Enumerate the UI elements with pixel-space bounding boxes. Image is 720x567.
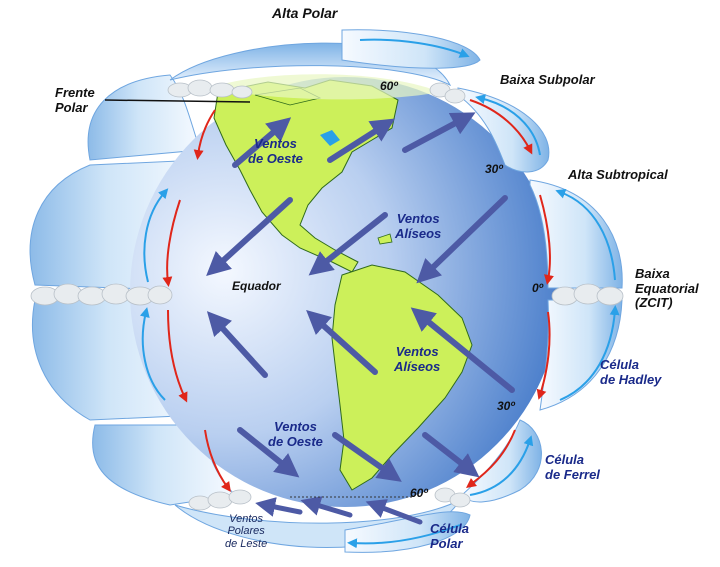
wind-arrow-westerly	[332, 432, 402, 482]
loop-warm	[466, 429, 516, 489]
loop-warm	[193, 109, 216, 160]
cloud-polar-front-north	[167, 79, 253, 99]
north-ice	[210, 74, 440, 100]
wind-arrow-trade	[206, 311, 268, 378]
loop-cool	[559, 305, 620, 401]
lat-60-north: 60º	[380, 79, 398, 93]
wind-arrow-westerly	[327, 118, 396, 163]
cloud-equator-left	[30, 283, 173, 306]
hadley-cell-north	[529, 179, 623, 289]
lat-30-south: 30º	[497, 399, 515, 413]
loop-cool	[347, 524, 461, 549]
loop-warm	[162, 199, 181, 287]
caribbean-island	[377, 233, 393, 245]
wind-arrow-westerly	[237, 427, 300, 478]
right-circulation-cells	[341, 29, 623, 553]
great-lakes	[320, 130, 340, 146]
label-baixa-equatorial: Baixa Equatorial (ZCIT)	[635, 266, 699, 311]
loop-warm	[539, 194, 554, 285]
wind-arrow-polar-easterly	[365, 499, 423, 525]
lat-30-north: 30º	[485, 162, 503, 176]
cloud-subpolar-north	[429, 82, 466, 104]
south-america	[331, 264, 473, 491]
ferrel-cell-south	[461, 419, 542, 503]
cell-loops	[139, 38, 620, 549]
wind-arrow-westerly	[402, 112, 476, 153]
cloud-bands	[30, 79, 624, 511]
label-equador: Equador	[232, 279, 281, 293]
label-alta-subtropical: Alta Subtropical	[568, 167, 668, 182]
wind-arrow-trade	[410, 307, 515, 393]
lat-0: 0º	[532, 281, 544, 295]
label-alta-polar: Alta Polar	[272, 5, 338, 21]
loop-cool	[475, 94, 541, 156]
wind-arrow-westerly	[232, 117, 292, 168]
loop-cool	[143, 188, 169, 283]
polar-cell-north	[341, 29, 481, 69]
loop-warm	[536, 311, 551, 400]
label-celula-polar: Célula Polar	[430, 521, 470, 551]
cloud-subpolar-south	[434, 487, 471, 508]
wind-arrow-polar-easterly	[255, 497, 303, 517]
label-ventos-aliseos-norte: Ventos Alíseos	[395, 211, 442, 241]
wind-arrow-westerly	[422, 432, 480, 478]
loop-cool	[469, 435, 534, 496]
left-polar-cell-north	[87, 74, 201, 161]
wind-arrow-trade	[206, 197, 293, 277]
cloud-polar-front-south	[188, 489, 252, 511]
wind-arrows	[206, 112, 515, 525]
label-ventos-oeste-norte: Ventos de Oeste	[248, 136, 303, 166]
label-ventos-aliseos-sul: Ventos Alíseos	[394, 344, 441, 374]
label-ventos-oeste-sul: Ventos de Oeste	[268, 419, 323, 449]
loop-warm	[204, 429, 231, 493]
loop-warm	[167, 309, 188, 403]
loop-cool	[359, 38, 470, 58]
label-baixa-subpolar: Baixa Subpolar	[500, 72, 595, 87]
wind-arrow-trade	[416, 195, 508, 284]
lat-60-south: 60º	[410, 486, 428, 500]
label-celula-ferrel: Célula de Ferrel	[545, 452, 600, 482]
loop-cool	[139, 307, 166, 401]
wind-arrow-trade	[306, 309, 378, 375]
label-ventos-polares-leste: Ventos Polares de Leste	[225, 513, 268, 550]
loop-cool	[555, 189, 616, 281]
wind-arrow-polar-easterly	[300, 496, 353, 518]
cloud-equator-right	[551, 283, 624, 306]
label-frente-polar: Frente Polar	[55, 85, 95, 115]
frente-polar-leader	[104, 99, 251, 103]
wind-arrow-trade	[308, 212, 388, 276]
hadley-cell-south	[539, 299, 623, 411]
label-celula-hadley: Célula de Hadley	[600, 357, 662, 387]
